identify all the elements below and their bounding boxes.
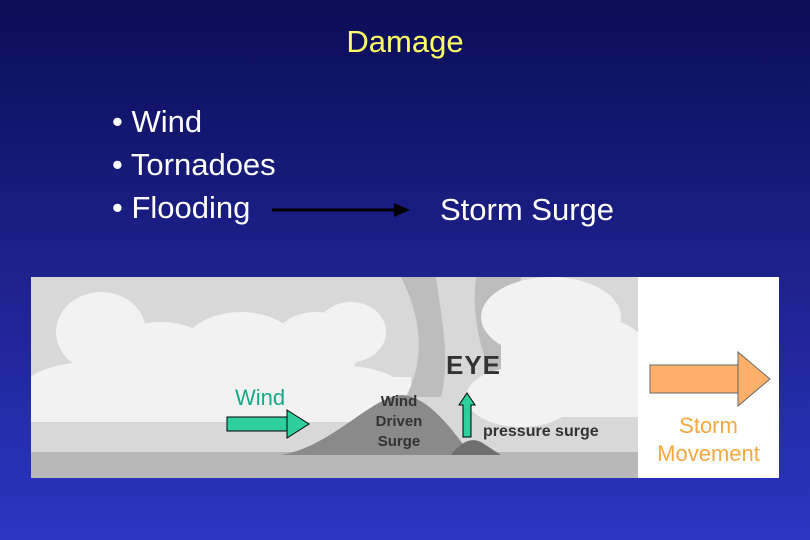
storm-movement-line-2: Movement [638, 440, 779, 468]
slide-title: Damage [0, 24, 810, 60]
storm-movement-line-1: Storm [638, 412, 779, 440]
wds-line-1: Wind [370, 392, 428, 412]
storm-movement-label: Storm Movement [638, 412, 779, 468]
bullet-list: • Wind • Tornadoes • Flooding [112, 100, 276, 229]
arrow-right-icon [272, 201, 412, 219]
wds-line-3: Surge [370, 432, 428, 452]
bullet-wind: • Wind [112, 100, 276, 143]
storm-surge-diagram: EYE Wind Wind Driven Surge pressure surg… [31, 277, 638, 478]
storm-surge-label: Storm Surge [440, 192, 614, 228]
bullet-tornadoes: • Tornadoes [112, 143, 276, 186]
pressure-surge-label: pressure surge [483, 423, 599, 441]
storm-movement-panel: Storm Movement [638, 277, 779, 478]
bullet-flooding: • Flooding [112, 186, 276, 229]
wds-line-2: Driven [370, 412, 428, 432]
eye-label: EYE [446, 350, 501, 381]
wind-label: Wind [235, 385, 285, 411]
wind-driven-surge-label: Wind Driven Surge [370, 392, 428, 452]
diagram-graphic [31, 277, 638, 478]
